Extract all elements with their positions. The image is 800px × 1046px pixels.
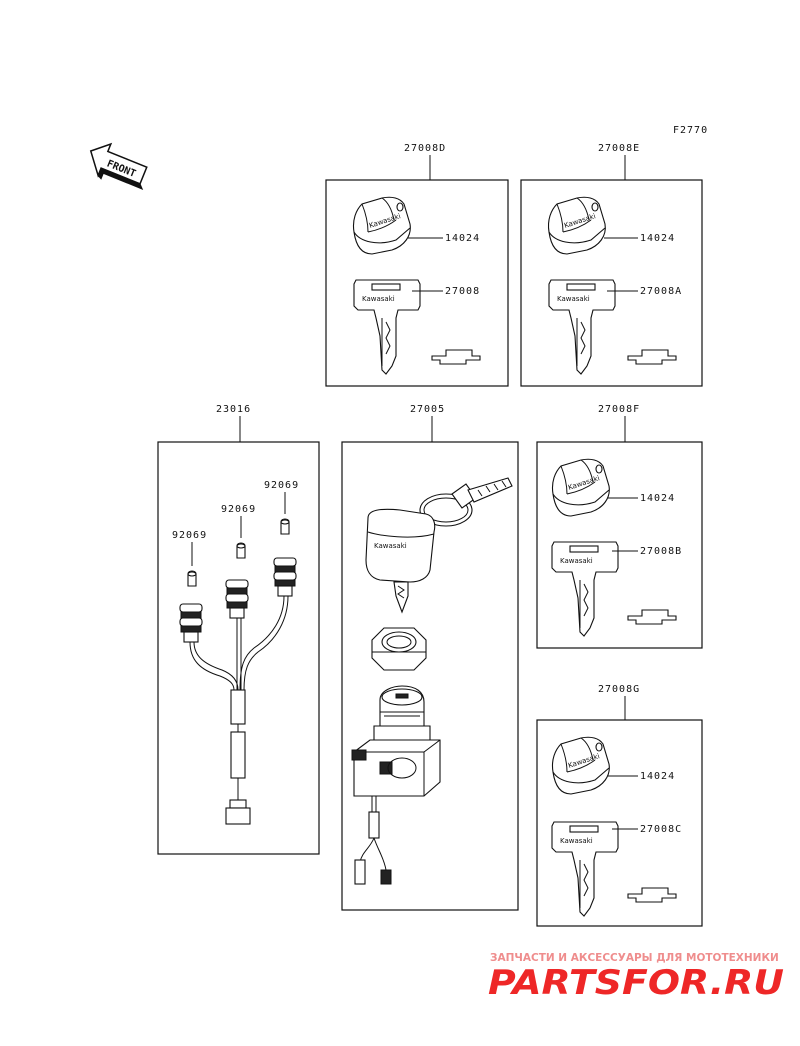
connector-plug-icon [273, 557, 297, 597]
harness-23016: 23016 92069 92069 92069 [157, 404, 320, 855]
small-cap-icon [280, 518, 290, 535]
connector-plug-icon [179, 603, 203, 643]
kit-e-box [520, 179, 703, 387]
kit-27008f: 27008F Kawasaki 14024 Kawasaki 27008B [536, 404, 703, 649]
harness-box [157, 441, 320, 855]
kit-d-key-part: 27008 [445, 286, 480, 297]
switch-label: 27005 [410, 404, 445, 415]
key-tag-icon [627, 349, 677, 365]
key-tag-icon [627, 609, 677, 625]
kit-e-cap-part: 14024 [640, 233, 675, 244]
kit-f-box [536, 441, 703, 649]
kit-27008d: 27008D Kawasaki 14024 Kawasaki 27008 [325, 143, 509, 387]
kit-f-key-part: 27008B [640, 546, 682, 557]
kit-g-box [536, 719, 703, 927]
kit-f-cap-part: 14024 [640, 493, 675, 504]
svg-text:Kawasaki: Kawasaki [557, 295, 590, 303]
kit-d-box [325, 179, 509, 387]
harness-label: 23016 [216, 404, 251, 415]
kit-27008e: 27008E Kawasaki 14024 Kawasaki 27008A [520, 143, 703, 387]
small-cap-icon [187, 570, 197, 587]
harness-cap-a-part: 92069 [172, 530, 207, 541]
small-cap-icon [236, 542, 246, 559]
kit-f-label: 27008F [598, 404, 640, 415]
kit-e-label: 27008E [598, 143, 640, 154]
svg-text:Kawasaki: Kawasaki [362, 295, 395, 303]
watermark-tagline: ЗАПЧАСТИ И АКСЕССУАРЫ ДЛЯ МОТОТЕХНИКИ [490, 952, 779, 964]
watermark-logo: PARTSFOR.RU [488, 963, 784, 1003]
switch-27005: 27005 Kawasaki [341, 404, 519, 911]
kit-d-label: 27008D [404, 143, 446, 154]
kit-g-label: 27008G [598, 684, 640, 695]
harness-cap-c-part: 92069 [264, 480, 299, 491]
watermark: ЗАПЧАСТИ И АКСЕССУАРЫ ДЛЯ МОТОТЕХНИКИ PA… [487, 952, 785, 1004]
figure-code: F2770 [673, 125, 708, 136]
svg-text:Kawasaki: Kawasaki [560, 557, 593, 565]
key-tag-icon [431, 349, 481, 365]
kit-g-key-part: 27008C [640, 824, 682, 835]
kit-e-key-part: 27008A [640, 286, 682, 297]
svg-text:Kawasaki: Kawasaki [560, 837, 593, 845]
connector-plug-icon [225, 579, 249, 619]
front-arrow-icon: FRONT [89, 142, 148, 190]
kit-g-cap-part: 14024 [640, 771, 675, 782]
kit-d-cap-part: 14024 [445, 233, 480, 244]
kit-27008g: 27008G Kawasaki 14024 Kawasaki 27008C [536, 684, 703, 927]
key-tag-icon [627, 887, 677, 903]
harness-cap-b-part: 92069 [221, 504, 256, 515]
svg-text:Kawasaki: Kawasaki [374, 542, 407, 550]
switch-box [341, 441, 519, 911]
